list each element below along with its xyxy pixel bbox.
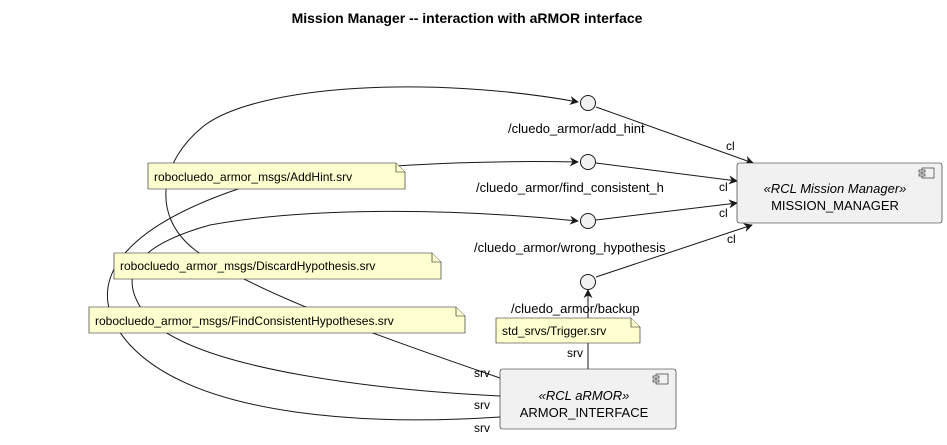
edge-label-cl: cl (726, 139, 735, 153)
edge-label-cl: cl (719, 206, 728, 220)
edge-armor-find-consistent (106, 157, 579, 421)
edge-backup-manager (595, 223, 753, 278)
note-find-consistent-text: robocluedo_armor_msgs/FindConsistentHypo… (95, 314, 394, 328)
component-mission-manager[interactable]: «RCL Mission Manager» MISSION_MANAGER (736, 162, 943, 224)
note-add-hint-text: robocluedo_armor_msgs/AddHint.srv (154, 170, 352, 184)
edge-label-srv: srv (567, 346, 583, 360)
component-armor-interface[interactable]: «RCL aRMOR» ARMOR_INTERFACE (499, 368, 677, 430)
edge-label-srv: srv (474, 398, 490, 412)
component-icon (652, 373, 669, 385)
interface-circle-find-consistent (580, 154, 596, 170)
interface-label-backup: /cluedo_armor/backup (511, 301, 640, 316)
interface-circle-backup (580, 274, 596, 290)
edge-find-consistent-manager (595, 162, 738, 185)
component-icon (918, 167, 935, 179)
note-discard-hypothesis: robocluedo_armor_msgs/DiscardHypothesis.… (113, 252, 442, 280)
interface-circle-wrong-hypothesis (580, 213, 596, 229)
note-discard-hypothesis-text: robocluedo_armor_msgs/DiscardHypothesis.… (120, 259, 375, 273)
interface-circle-add-hint (580, 95, 596, 111)
edge-wrong-hypothesis-manager (595, 199, 738, 221)
note-find-consistent: robocluedo_armor_msgs/FindConsistentHypo… (88, 306, 466, 334)
note-trigger: std_srvs/Trigger.srv (495, 317, 641, 344)
diagram-title: Mission Manager -- interaction with aRMO… (292, 10, 643, 26)
note-trigger-text: std_srvs/Trigger.srv (502, 324, 606, 338)
interface-label-find-consistent: /cluedo_armor/find_consistent_h (476, 180, 664, 195)
armor-interface-name: ARMOR_INTERFACE (520, 405, 649, 420)
mission-manager-stereotype: «RCL Mission Manager» (764, 181, 907, 196)
edge-label-cl: cl (719, 180, 728, 194)
interface-label-add-hint: /cluedo_armor/add_hint (508, 121, 645, 136)
edge-label-cl: cl (727, 232, 736, 246)
note-add-hint: robocluedo_armor_msgs/AddHint.srv (147, 162, 406, 190)
interface-label-wrong-hypothesis: /cluedo_armor/wrong_hypothesis (474, 240, 666, 255)
armor-interface-stereotype: «RCL aRMOR» (539, 388, 630, 403)
edge-label-srv: srv (474, 421, 490, 435)
edge-label-srv: srv (474, 366, 490, 380)
mission-manager-name: MISSION_MANAGER (771, 198, 899, 213)
edge-add-hint-manager (595, 106, 754, 165)
